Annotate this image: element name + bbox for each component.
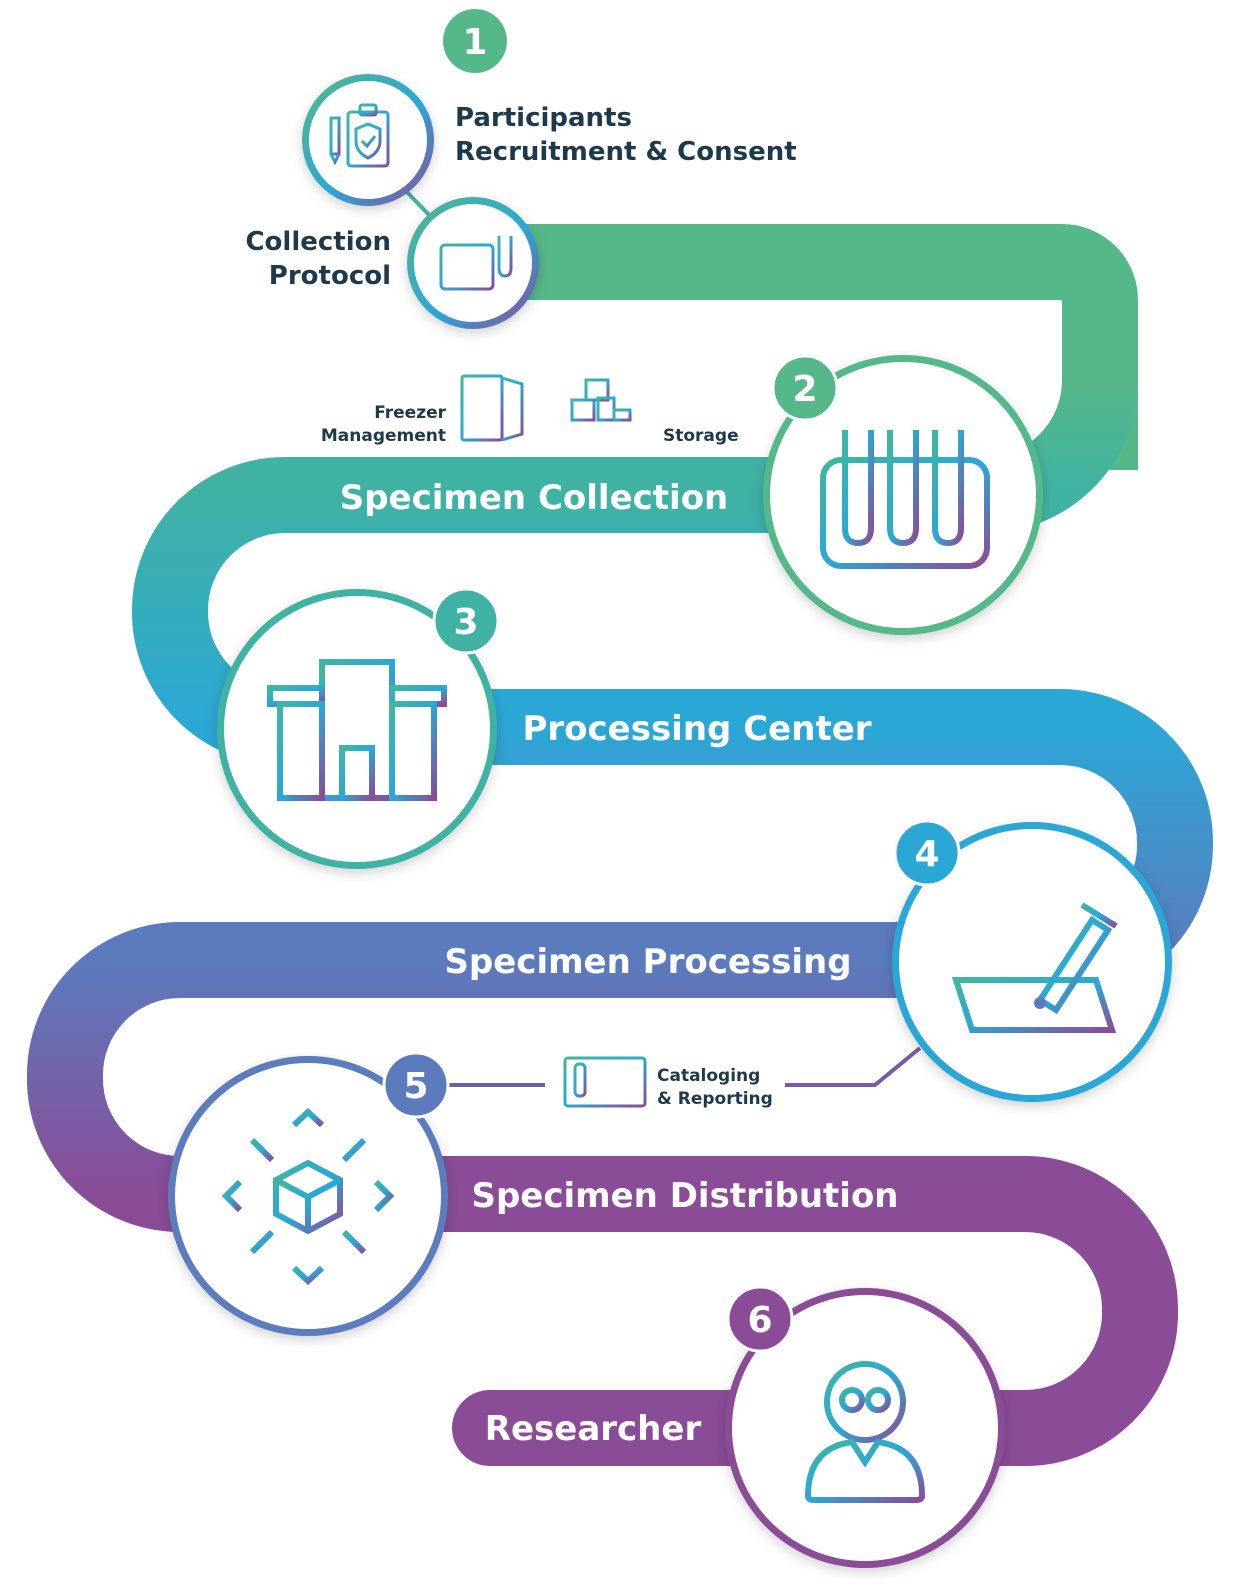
step-6-number: 6: [747, 1300, 772, 1341]
step-3-number: 3: [453, 602, 478, 643]
step-1-number: 1: [462, 22, 487, 63]
hospital-building-icon: [267, 659, 447, 801]
step-1-label-line2: Recruitment & Consent: [455, 137, 797, 167]
freezer-label-line1: Freezer: [374, 403, 446, 423]
test-tubes-rack-icon: [820, 427, 990, 569]
monitor-icon: [563, 1056, 647, 1119]
step-6-badge: 6: [726, 1285, 794, 1353]
step-1-badge: 1: [443, 9, 507, 73]
step-4-badge: 4: [893, 819, 961, 887]
collection-protocol-label-line1: Collection: [245, 227, 391, 257]
step-4-circle: [892, 822, 1172, 1102]
storage-label: Storage: [663, 426, 739, 446]
step-2-badge: 2: [771, 354, 839, 422]
step-6-circle: [725, 1288, 1005, 1568]
step-5-label: Specimen Distribution: [471, 1176, 898, 1216]
clipboard-shield-icon: [329, 103, 390, 168]
step-5-number: 5: [403, 1066, 428, 1107]
distribution-cube-icon: [221, 1107, 395, 1286]
step-4-number: 4: [914, 834, 939, 875]
collection-protocol-label-line2: Protocol: [269, 261, 391, 291]
step-5-circle: [168, 1056, 448, 1336]
collection-protocol-circle: [407, 197, 539, 329]
step-6-label: Researcher: [485, 1409, 702, 1449]
freezer-icon: [460, 374, 524, 442]
step-3-circle: [217, 589, 497, 869]
step-2-circle: [763, 355, 1043, 635]
freezer-label-line2: Management: [321, 426, 446, 446]
researcher-person-icon: [804, 1361, 926, 1503]
calendar-test-tube-icon: [439, 234, 515, 291]
step-3-badge: 3: [432, 587, 500, 655]
storage-boxes-icon: [560, 378, 648, 438]
cataloging-label-line1: Cataloging: [657, 1066, 760, 1086]
step-2-label: Specimen Collection: [340, 478, 729, 518]
step-5-badge: 5: [382, 1051, 450, 1119]
step-1-label-line1: Participants: [455, 103, 632, 133]
band-indigo: [27, 922, 900, 1232]
step-3-label: Processing Center: [522, 709, 871, 749]
step-2-number: 2: [792, 369, 817, 410]
connector-5-right: [785, 1046, 922, 1087]
step-4-label: Specimen Processing: [444, 942, 851, 982]
band-purple: [282, 1156, 1179, 1466]
band-green: [480, 224, 1138, 470]
step-1-circle: [302, 74, 434, 206]
cataloging-label-line2: & Reporting: [657, 1089, 773, 1109]
connector-1: [403, 188, 434, 220]
chart-pen-icon: [951, 896, 1118, 1033]
